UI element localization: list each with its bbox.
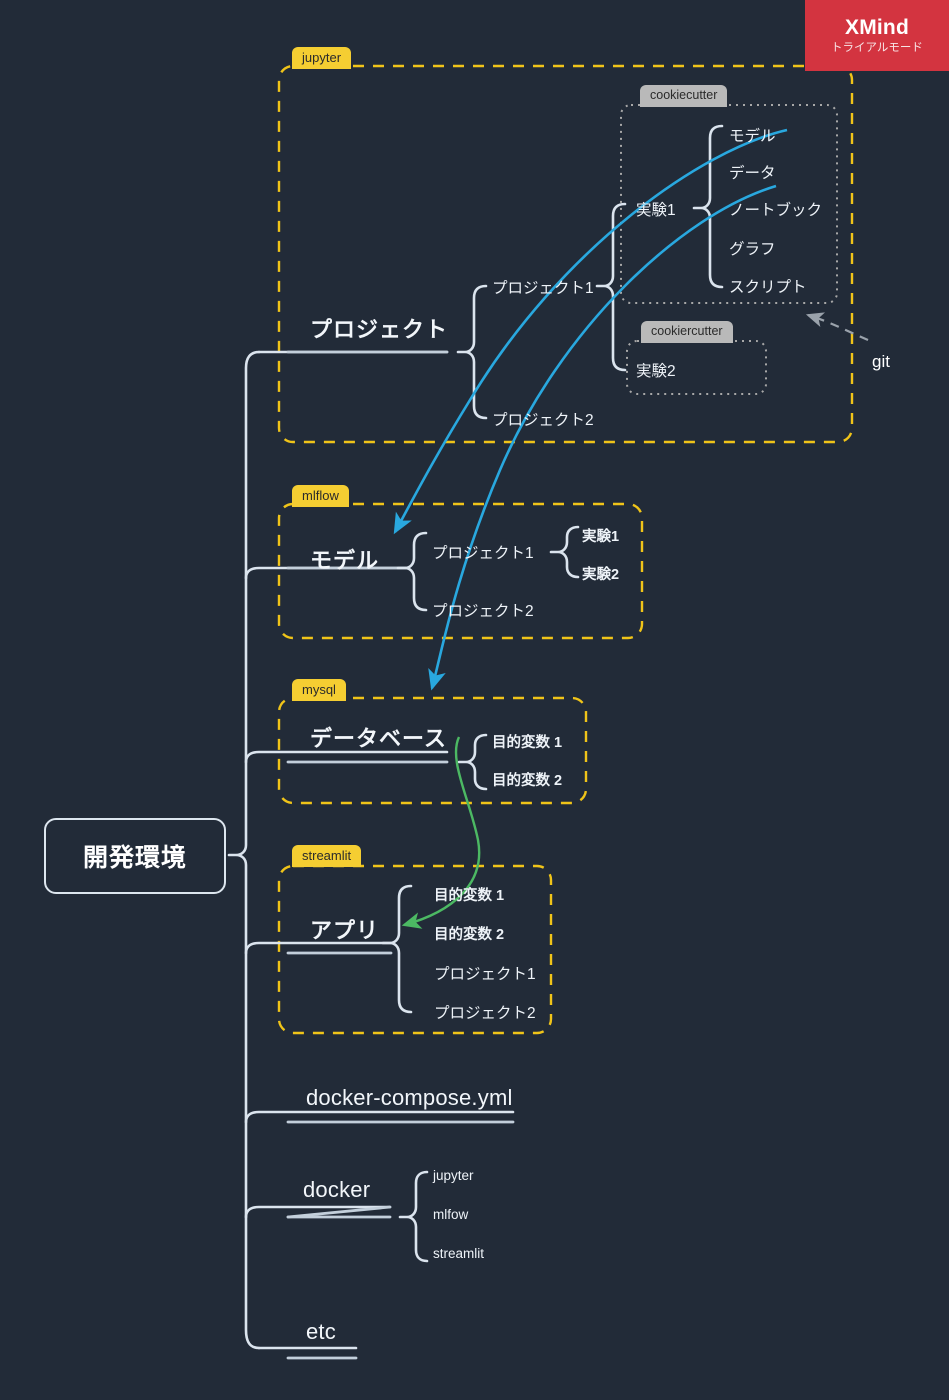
brace-docker <box>398 1170 429 1263</box>
leaf-docker-streamlit[interactable]: streamlit <box>433 1246 485 1261</box>
leaf-app-project-2[interactable]: プロジェクト2 <box>434 1005 536 1022</box>
topic-project-title[interactable]: プロジェクト <box>310 317 449 342</box>
container-tag-mlflow[interactable]: mlflow <box>292 485 349 507</box>
brace-project1 <box>595 202 627 372</box>
container-tag-cookiecutter[interactable]: cookiecutter <box>640 85 728 107</box>
topic-docker-title[interactable]: docker <box>303 1177 371 1202</box>
topic-database-title[interactable]: データベース <box>310 726 447 751</box>
leaf-cookiecutter-model[interactable]: モデル <box>729 128 776 145</box>
leaf-cookiecutter-data[interactable]: データ <box>729 165 776 182</box>
leaf-cookiecutter-graph[interactable]: グラフ <box>729 241 776 258</box>
leaf-project-2[interactable]: プロジェクト2 <box>492 412 594 429</box>
container-tag-mysql[interactable]: mysql <box>292 679 346 701</box>
relation-label-git[interactable]: git <box>872 352 890 371</box>
leaf-model-experiment-1[interactable]: 実験1 <box>582 529 620 545</box>
watermark-title: XMind <box>845 15 909 39</box>
brace-experiment1 <box>692 124 724 289</box>
leaf-database-target-1[interactable]: 目的変数 1 <box>492 735 563 751</box>
leaf-experiment-2[interactable]: 実験2 <box>636 363 676 380</box>
xmind-watermark: XMind トライアルモード <box>805 0 949 71</box>
leaf-model-project-1[interactable]: プロジェクト1 <box>432 545 534 562</box>
leaf-database-target-2[interactable]: 目的変数 2 <box>492 773 563 789</box>
root-node-label: 開発環境 <box>82 844 187 872</box>
leaf-model-project-2[interactable]: プロジェクト2 <box>432 603 534 620</box>
spine-stub-database <box>244 750 449 764</box>
leaf-docker-jupyter[interactable]: jupyter <box>433 1168 474 1183</box>
topic-etc-title[interactable]: etc <box>306 1319 336 1344</box>
leaf-docker-mlfow[interactable]: mlfow <box>433 1207 469 1222</box>
leaf-app-project-1[interactable]: プロジェクト1 <box>434 966 536 983</box>
underline-docker <box>286 1205 392 1219</box>
topic-docker-compose-title[interactable]: docker-compose.yml <box>306 1085 513 1110</box>
leaf-cookiecutter-notebook[interactable]: ノートブック <box>729 202 823 219</box>
brace-app <box>381 884 413 1014</box>
topic-model-title[interactable]: モデル <box>310 548 380 573</box>
container-tag-jupyter[interactable]: jupyter <box>292 47 352 69</box>
spine-stub-docker <box>244 1205 392 1219</box>
leaf-app-target-1[interactable]: 目的変数 1 <box>434 888 505 904</box>
container-tag-cookiercutter[interactable]: cookiercutter <box>641 321 733 343</box>
relation-git <box>805 312 869 342</box>
container-tag-streamlit[interactable]: streamlit <box>292 845 362 867</box>
leaf-project-1[interactable]: プロジェクト1 <box>492 280 594 297</box>
brace-database <box>457 733 488 791</box>
brace-project <box>456 284 488 420</box>
brace-model-project1 <box>549 525 580 579</box>
leaf-model-experiment-2[interactable]: 実験2 <box>582 567 620 583</box>
brace-model <box>396 531 428 612</box>
leaf-cookiecutter-script[interactable]: スクリプト <box>729 279 807 296</box>
leaf-app-target-2[interactable]: 目的変数 2 <box>434 927 505 943</box>
root-brace <box>227 350 261 1350</box>
watermark-subtitle: トライアルモード <box>831 41 923 54</box>
leaf-experiment-1[interactable]: 実験1 <box>636 202 676 219</box>
root-node[interactable]: 開発環境 <box>44 818 226 894</box>
topic-app-title[interactable]: アプリ <box>310 918 380 943</box>
spine-stub-dockercompose <box>244 1110 515 1124</box>
